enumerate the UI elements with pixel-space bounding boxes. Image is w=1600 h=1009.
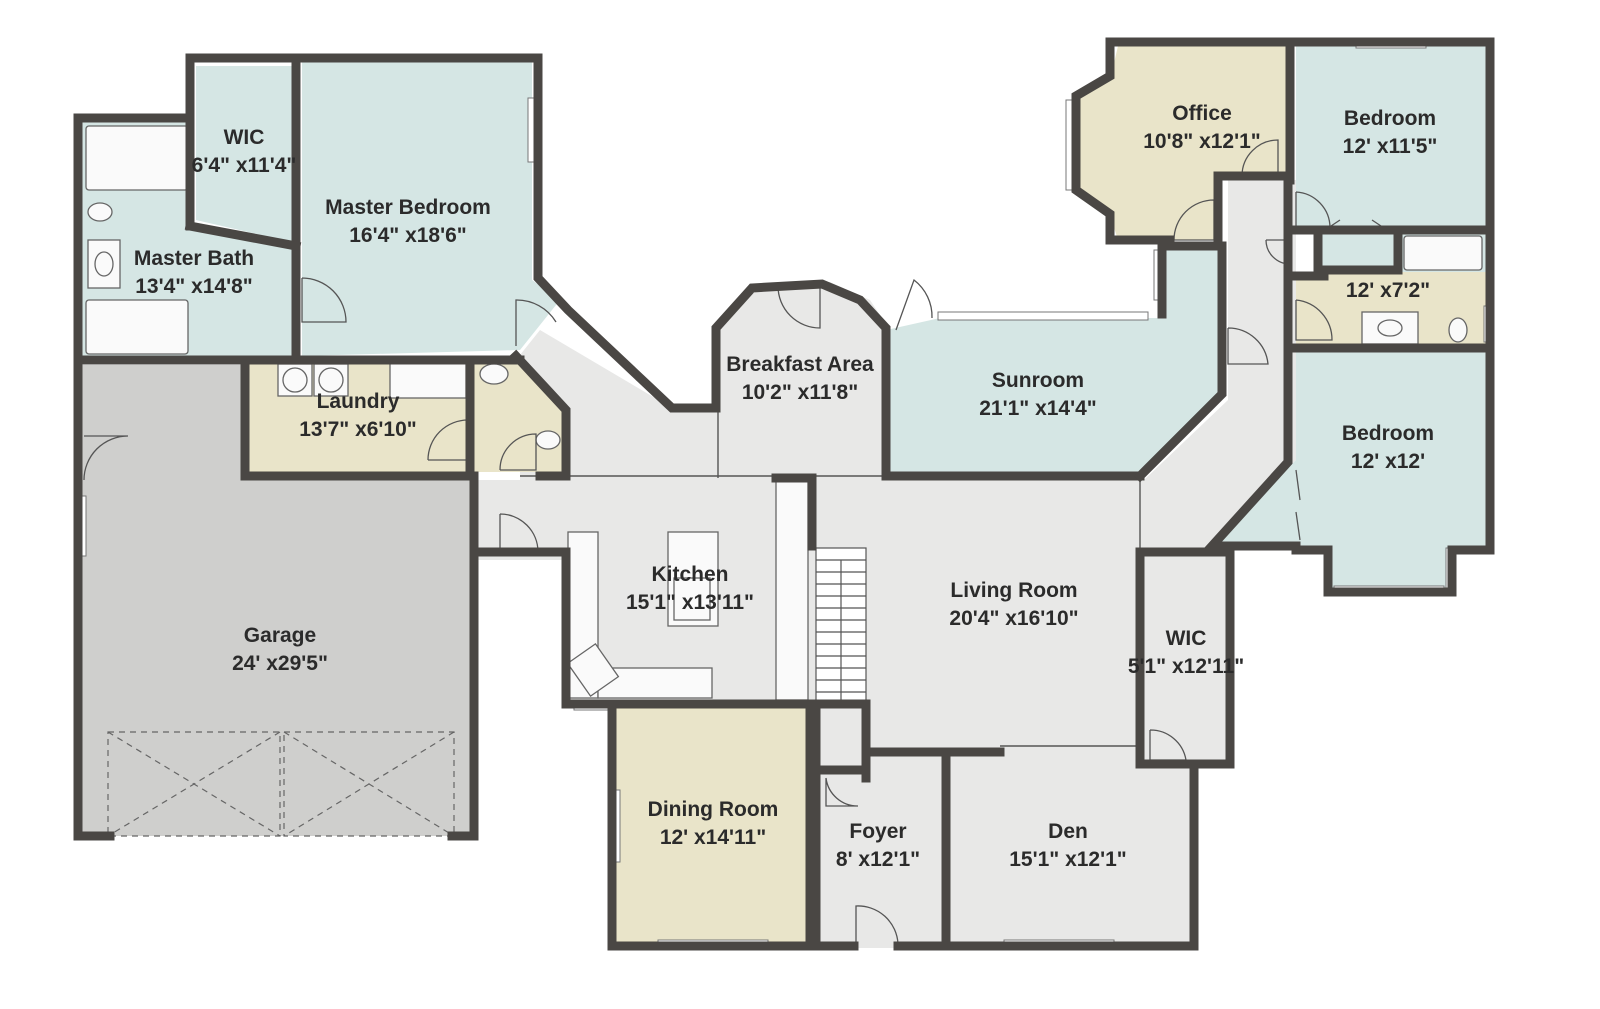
room-label-master-bedroom: Master Bedroom 16'4" x18'6" [325,194,491,250]
pantry-wall [775,479,809,701]
east-hall-fill [1144,180,1296,550]
bath2-tub [1403,235,1483,271]
room-label-wic1: WIC 6'4" x11'4" [192,124,297,180]
halfbath-toilet [535,430,561,450]
room-name: Kitchen [651,563,729,586]
room-name: WIC [1165,627,1207,650]
room-dims: 12' x7'2" [1345,279,1431,302]
room-dims: 12' x11'5" [1342,135,1438,158]
room-name: Bedroom [1341,422,1435,445]
room-label-den: Den 15'1" x12'1" [1009,818,1127,874]
room-dims: 24' x29'5" [232,652,328,675]
dining-fill [616,705,810,944]
room-dims: 16'4" x18'6" [349,224,467,247]
fixtures [85,125,1483,701]
room-label-dining: Dining Room 12' x14'11" [648,796,779,852]
room-dims: 12' x12' [1350,450,1426,473]
room-dims: 13'7" x6'10" [299,418,417,441]
room-label-sunroom: Sunroom 21'1" x14'4" [979,367,1097,423]
room-name: Living Room [950,579,1078,602]
bedroom2-fill [1210,352,1486,590]
sunroom-fill [886,244,1222,476]
shower [85,299,189,355]
room-label-wic2: WIC 5'1" x12'11" [1128,625,1244,681]
room-label-office: Office 10'8" x12'1" [1143,100,1261,156]
room-dims: 13'4" x14'8" [135,275,253,298]
room-label-master-bath: Master Bath 13'4" x14'8" [134,245,254,301]
bedroom1-fill [1296,46,1486,228]
room-label-bedroom2: Bedroom 12' x12' [1342,420,1434,476]
room-name: Bedroom [1343,107,1437,130]
room-name: Office [1172,102,1232,125]
room-label-bedroom1: Bedroom 12' x11'5" [1343,105,1438,161]
bathtub [85,125,189,191]
master-bedroom-fill [302,58,560,356]
room-label-bath2: 12' x7'2" [1346,277,1430,305]
room-dims: 21'1" x14'4" [979,397,1097,420]
room-name: Sunroom [991,369,1085,392]
kitchen-sink [566,642,620,698]
room-label-living: Living Room 20'4" x16'10" [949,577,1078,633]
room-name: WIC [223,126,265,149]
room-dims: 15'1" x12'1" [1009,848,1127,871]
garage-fill [80,365,474,836]
room-name: Breakfast Area [726,353,874,376]
halfbath-sink [479,363,509,385]
sink [94,251,114,277]
stairs [815,547,867,705]
room-label-garage: Garage 24' x29'5" [232,622,328,678]
toilet [87,202,113,222]
room-dims: 12' x14'11" [659,826,767,849]
office-fill [1076,46,1290,240]
cooktop [673,577,711,621]
room-dims: 10'8" x12'1" [1143,130,1261,153]
room-dims: 6'4" x11'4" [191,154,297,177]
room-label-breakfast: Breakfast Area 10'2" x11'8" [726,351,873,407]
room-label-laundry: Laundry 13'7" x6'10" [299,388,417,444]
garage-doors [107,731,455,837]
room-name: Master Bath [133,247,255,270]
room-name: Master Bedroom [325,196,491,219]
room-label-foyer: Foyer 8' x12'1" [836,818,920,874]
wic1-fill [196,66,296,243]
living-fill [820,480,1144,760]
room-dims: 15'1" x13'11" [625,591,755,614]
room-name: Den [1048,820,1088,843]
room-name: Garage [243,624,317,647]
room-label-kitchen: Kitchen 15'1" x13'11" [626,561,754,617]
room-dims: 5'1" x12'11" [1127,655,1245,678]
bath2-fill [1296,272,1486,346]
room-name: Laundry [316,390,400,413]
walls [73,37,1495,951]
room-dims: 8' x12'1" [835,848,921,871]
room-dims: 10'2" x11'8" [741,381,859,404]
kitchen-counter-bottom [597,667,713,699]
room-dims: 20'4" x16'10" [949,607,1079,630]
wic2-fill [1144,555,1228,762]
common-area-fill [478,480,580,560]
breakfast-fill [520,282,890,480]
bath2-toilet [1448,317,1468,343]
room-name: Foyer [849,820,907,843]
room-fills [80,46,1486,948]
den-fill [950,760,1196,948]
foyer-fill [820,760,950,948]
room-name: Dining Room [647,798,779,821]
